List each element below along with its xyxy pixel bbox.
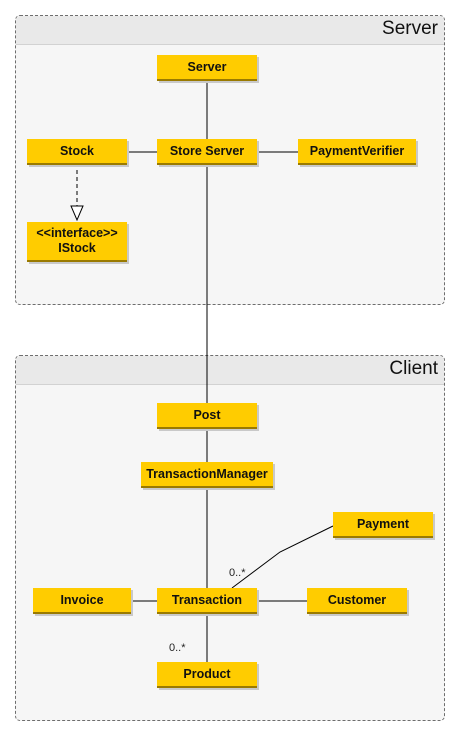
multiplicity-payment: 0..* <box>229 567 246 579</box>
client-package-title: Client <box>389 358 438 379</box>
interface-istock-stereotype: <<interface>> <box>36 226 118 240</box>
class-transaction[interactable]: Transaction <box>157 588 257 614</box>
class-post[interactable]: Post <box>157 403 257 429</box>
class-invoice[interactable]: Invoice <box>33 588 131 614</box>
class-store-server-label: Store Server <box>169 143 245 158</box>
class-payment[interactable]: Payment <box>333 512 433 538</box>
class-store-server[interactable]: Store Server <box>157 139 257 165</box>
class-transaction-manager-label: TransactionManager <box>146 466 268 481</box>
client-package-header: Client <box>16 356 444 385</box>
class-stock[interactable]: Stock <box>27 139 127 165</box>
class-stock-label: Stock <box>59 143 95 158</box>
server-package-header: Server <box>16 16 444 45</box>
realization-arrowhead <box>70 205 84 222</box>
assoc-payment-transaction <box>231 525 334 589</box>
class-payment-label: Payment <box>356 516 410 531</box>
interface-istock-label: IStock <box>58 241 96 255</box>
interface-istock[interactable]: <<interface>> IStock <box>27 222 127 262</box>
class-server-label: Server <box>187 59 227 74</box>
class-transaction-label: Transaction <box>171 592 243 607</box>
client-package: Client <box>15 355 445 721</box>
class-product-label: Product <box>183 666 231 681</box>
class-customer[interactable]: Customer <box>307 588 407 614</box>
class-customer-label: Customer <box>327 592 387 607</box>
class-post-label: Post <box>193 407 221 422</box>
class-payment-verifier-label: PaymentVerifier <box>309 143 405 158</box>
multiplicity-product: 0..* <box>169 642 186 654</box>
class-invoice-label: Invoice <box>60 592 104 607</box>
class-payment-verifier[interactable]: PaymentVerifier <box>298 139 416 165</box>
server-package-title: Server <box>382 18 438 39</box>
class-server[interactable]: Server <box>157 55 257 81</box>
class-transaction-manager[interactable]: TransactionManager <box>141 462 273 488</box>
class-product[interactable]: Product <box>157 662 257 688</box>
